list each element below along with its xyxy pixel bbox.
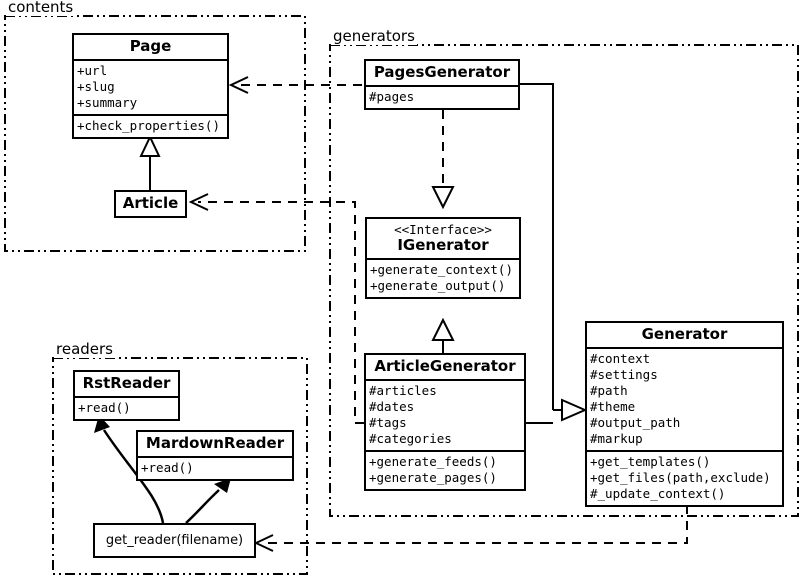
method: +generate_output() <box>370 278 506 293</box>
relation-articlegenerator-to-article <box>188 193 364 424</box>
attribute: #theme <box>590 399 636 414</box>
class-box-igenerator[interactable]: <<Interface>> IGenerator +generate_conte… <box>365 217 521 299</box>
relation-getreader-to-mardownreader <box>185 478 231 524</box>
package-border-generators <box>329 44 799 517</box>
class-attributes-generator: #context #settings #path #theme #output_… <box>587 347 782 450</box>
attribute: +slug <box>77 79 115 94</box>
class-title-articlegenerator: ArticleGenerator <box>374 357 516 375</box>
class-attributes-articlegenerator: #articles #dates #tags #categories <box>366 379 524 450</box>
method: +generate_pages() <box>369 470 497 485</box>
attribute: #articles <box>369 383 437 398</box>
class-title-page: Page <box>129 37 172 55</box>
class-stereotype-igenerator: <<Interface>> <box>394 222 492 237</box>
relation-generators-to-generator <box>520 83 588 424</box>
method: +read() <box>78 400 131 415</box>
relation-article-to-page <box>139 134 161 190</box>
class-box-mardownreader[interactable]: MardownReader +read() <box>136 430 294 481</box>
class-attributes-pagesgenerator: #pages <box>366 85 518 108</box>
class-methods-generator: +get_templates() +get_files(path,exclude… <box>587 450 782 505</box>
package-border-readers <box>52 357 308 575</box>
method: +read() <box>141 460 194 475</box>
class-methods-igenerator: +generate_context() +generate_output() <box>367 258 519 297</box>
attribute: #context <box>590 351 651 366</box>
function-label-get-reader: get_reader(filename) <box>105 533 244 548</box>
class-methods-rstreader: +read() <box>75 396 178 419</box>
method: #_update_context() <box>590 486 726 501</box>
relation-articlegenerator-to-igenerator <box>431 317 455 353</box>
class-box-articlegenerator[interactable]: ArticleGenerator #articles #dates #tags … <box>364 353 526 491</box>
attribute: +summary <box>77 95 138 110</box>
package-label-readers: readers <box>54 340 115 358</box>
relation-pagesgenerator-to-igenerator <box>431 110 455 210</box>
class-title-generator: Generator <box>641 325 728 343</box>
attribute: #output_path <box>590 415 681 430</box>
class-methods-articlegenerator: +generate_feeds() +generate_pages() <box>366 450 524 489</box>
relation-pagesgenerator-to-page <box>228 76 362 94</box>
method: +generate_feeds() <box>369 454 497 469</box>
class-box-pagesgenerator[interactable]: PagesGenerator #pages <box>364 59 520 110</box>
class-box-page[interactable]: Page +url +slug +summary +check_properti… <box>72 33 229 139</box>
class-title-igenerator: IGenerator <box>397 236 489 254</box>
package-border-contents <box>4 15 306 252</box>
attribute: #categories <box>369 431 452 446</box>
attribute: #pages <box>369 89 415 104</box>
class-title-pagesgenerator: PagesGenerator <box>373 63 511 81</box>
method: +check_properties() <box>77 118 220 133</box>
attribute: #path <box>590 383 628 398</box>
method: +get_files(path,exclude) <box>590 470 771 485</box>
attribute: +url <box>77 63 108 78</box>
attribute: #tags <box>369 415 407 430</box>
attribute: #dates <box>369 399 415 414</box>
class-methods-mardownreader: +read() <box>138 456 292 479</box>
relation-generator-to-getreader <box>253 505 688 552</box>
class-attributes-page: +url +slug +summary <box>74 59 227 114</box>
class-title-rstreader: RstReader <box>82 374 171 392</box>
function-box-get-reader[interactable]: get_reader(filename) <box>93 523 256 558</box>
method: +get_templates() <box>590 454 711 469</box>
class-methods-page: +check_properties() <box>74 114 227 137</box>
class-box-generator[interactable]: Generator #context #settings #path #them… <box>585 321 784 507</box>
class-title-article: Article <box>122 194 179 212</box>
package-label-generators: generators <box>331 27 417 45</box>
class-box-rstreader[interactable]: RstReader +read() <box>73 370 180 421</box>
class-box-article[interactable]: Article <box>114 190 187 218</box>
class-title-mardownreader: MardownReader <box>145 434 285 452</box>
package-label-contents: contents <box>6 0 76 16</box>
attribute: #settings <box>590 367 658 382</box>
method: +generate_context() <box>370 262 513 277</box>
attribute: #markup <box>590 431 643 446</box>
